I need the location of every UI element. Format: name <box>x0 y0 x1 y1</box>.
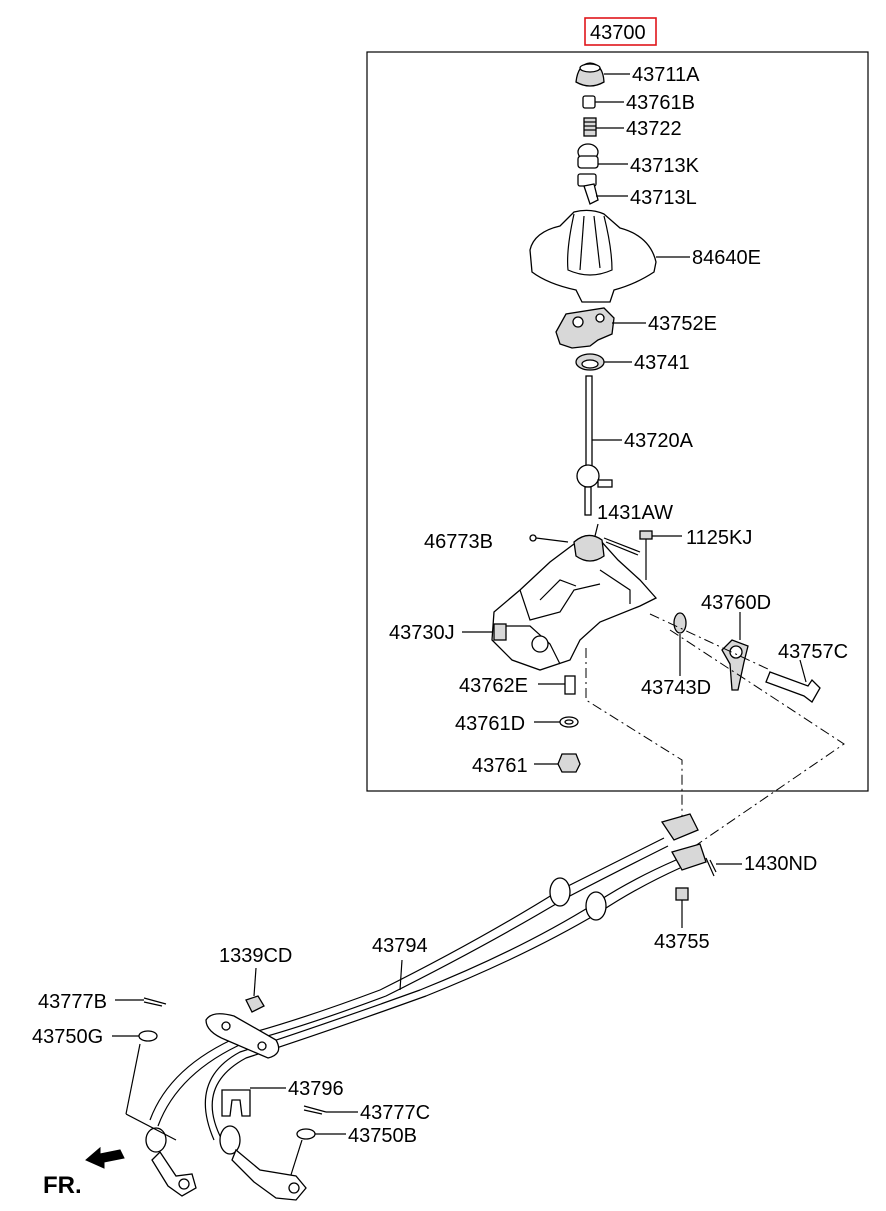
label-43762E: 43762E <box>459 675 528 697</box>
guide-line-cable-b <box>669 629 845 849</box>
bushing-43761B[interactable] <box>582 95 624 109</box>
assembly-label-box[interactable]: 43700 <box>584 17 657 46</box>
label-46773B: 46773B <box>424 531 493 553</box>
label-1339CD: 1339CD <box>219 945 292 967</box>
label-43761D: 43761D <box>455 713 525 735</box>
assembly-frame <box>366 51 869 792</box>
shift-housing-43730J[interactable] <box>462 534 658 671</box>
shift-lever-43720A[interactable] <box>576 375 622 516</box>
label-43752E: 43752E <box>648 313 717 335</box>
label-43796: 43796 <box>288 1078 344 1100</box>
label-1125KJ: 1125KJ <box>686 527 752 549</box>
cable-end-fitting-left[interactable] <box>125 1113 197 1197</box>
label-43761: 43761 <box>472 755 528 777</box>
shift-boot-84640E[interactable] <box>529 209 690 303</box>
bushing-43762E[interactable] <box>538 675 576 695</box>
cable-bracket-plate[interactable] <box>205 1013 280 1059</box>
bolt-43757C[interactable] <box>765 659 821 703</box>
label-43761B: 43761B <box>626 92 695 114</box>
label-43760D: 43760D <box>701 592 771 614</box>
label-43711A: 43711A <box>632 64 700 86</box>
cable-end-fitting-right[interactable] <box>219 1125 307 1201</box>
clip-43796[interactable] <box>221 1087 286 1117</box>
clip-1430ND[interactable] <box>705 857 742 877</box>
label-43741: 43741 <box>634 352 690 374</box>
label-43794: 43794 <box>372 935 428 957</box>
guide-line-select <box>649 613 771 671</box>
front-direction-indicator: FR. <box>43 1146 125 1199</box>
label-43757C: 43757C <box>778 641 848 663</box>
label-43750G: 43750G <box>32 1026 103 1048</box>
washer-43761D[interactable] <box>534 716 579 728</box>
bolt-1125KJ[interactable] <box>639 530 682 580</box>
clip-46773B[interactable] <box>529 534 569 543</box>
retainer-43752E[interactable] <box>555 307 646 349</box>
knob-insert-43713K[interactable] <box>577 143 628 169</box>
label-43755: 43755 <box>654 931 710 953</box>
front-arrow-icon <box>85 1146 125 1169</box>
label-43722: 43722 <box>626 118 682 140</box>
label-43720A: 43720A <box>624 430 694 452</box>
label-43777B: 43777B <box>38 991 107 1013</box>
knob-lever-43713L[interactable] <box>577 173 628 205</box>
label-43750B: 43750B <box>348 1125 417 1147</box>
front-label: FR. <box>43 1172 82 1199</box>
washer-43750B[interactable] <box>289 1128 346 1179</box>
bolt-1339CD[interactable] <box>245 967 265 1013</box>
nut-43761[interactable] <box>534 753 581 773</box>
label-1431AW: 1431AW <box>597 502 673 524</box>
bushing-43755[interactable] <box>675 887 689 928</box>
nut-43743D[interactable] <box>673 612 687 676</box>
spring-43722[interactable] <box>583 117 624 137</box>
select-lever-43760D[interactable] <box>721 612 749 691</box>
label-43713K: 43713K <box>630 155 700 177</box>
label-1430ND: 1430ND <box>744 853 817 875</box>
shift-knob-43711A[interactable] <box>575 62 630 87</box>
ring-43741[interactable] <box>575 353 632 371</box>
label-43777C: 43777C <box>360 1102 430 1124</box>
clip-43777C[interactable] <box>303 1105 358 1115</box>
clip-43777B[interactable] <box>115 997 167 1007</box>
cable-assembly-43794[interactable] <box>149 813 707 1141</box>
label-43730J: 43730J <box>389 622 455 644</box>
washer-43750G[interactable] <box>112 1030 158 1115</box>
assembly-label: 43700 <box>590 22 646 44</box>
label-43713L: 43713L <box>630 187 697 209</box>
label-84640E: 84640E <box>692 247 761 269</box>
guide-line-cable-a <box>585 648 683 826</box>
label-43743D: 43743D <box>641 677 711 699</box>
